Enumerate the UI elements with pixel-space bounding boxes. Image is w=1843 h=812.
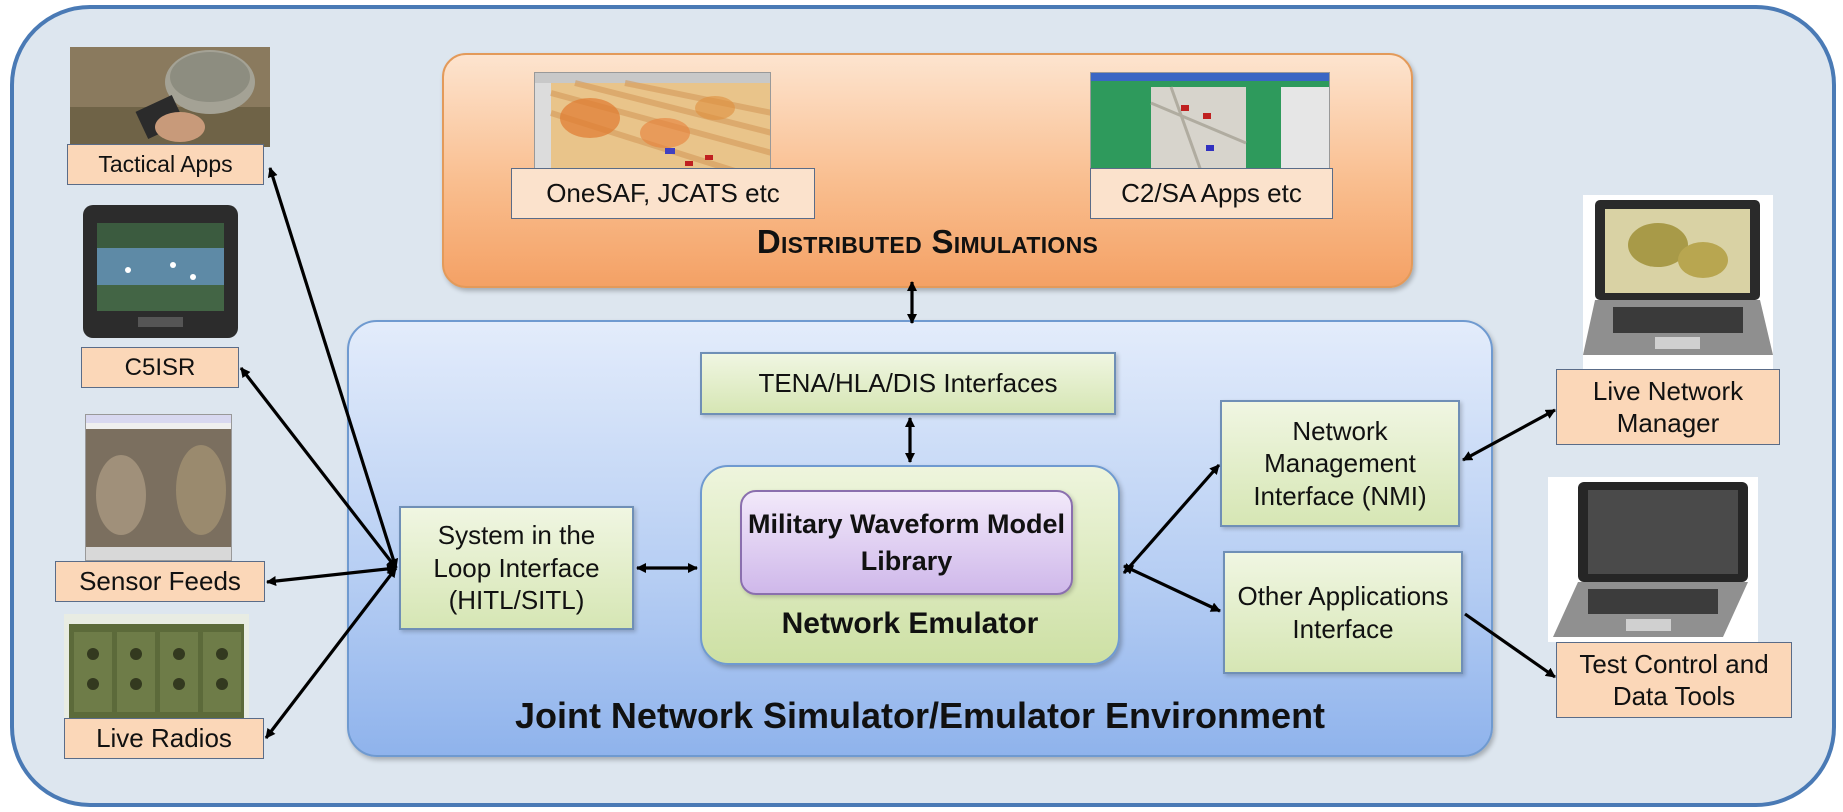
c5isr-label: C5ISR xyxy=(81,347,239,388)
network-emulator-title: Network Emulator xyxy=(781,607,1039,640)
sensor-feeds-label: Sensor Feeds xyxy=(55,561,265,602)
live-radios-label: Live Radios xyxy=(64,718,264,759)
laptop-image xyxy=(1548,477,1758,642)
other-apps-interface-box: Other Applications Interface xyxy=(1223,551,1463,674)
c5isr-monitor-image xyxy=(83,205,238,338)
c2sa-label: C2/SA Apps etc xyxy=(1090,168,1333,219)
environment-title: Joint Network Simulator/Emulator Environ… xyxy=(514,695,1326,736)
tactical-apps-label: Tactical Apps xyxy=(67,144,264,185)
onesaf-label: OneSAF, JCATS etc xyxy=(511,168,815,219)
sensor-feed-image xyxy=(85,414,232,561)
tena-interfaces-box: TENA/HLA/DIS Interfaces xyxy=(700,352,1116,415)
nmi-interface-box: Network Management Interface (NMI) xyxy=(1220,400,1460,527)
arrow-emulator-to-nmi xyxy=(1122,463,1221,575)
sitl-interface-box: System in the Loop Interface (HITL/SITL) xyxy=(399,506,634,630)
c2sa-app-image xyxy=(1090,72,1330,170)
test-control-label: Test Control and Data Tools xyxy=(1556,642,1792,718)
waveform-library-box: Military Waveform Model Library xyxy=(740,490,1073,595)
arrow-sitl-to-c5isr xyxy=(239,367,398,569)
arrow-other-to-test-control xyxy=(1464,612,1556,679)
arrow-nmi-to-live-manager xyxy=(1462,408,1556,462)
arrow-emulator-to-other xyxy=(1123,564,1221,613)
live-network-manager-label: Live Network Manager xyxy=(1556,369,1780,445)
live-radios-image xyxy=(64,614,249,719)
distributed-simulations-title: Distributed Simulations xyxy=(756,223,1099,260)
laptop-map-image xyxy=(1583,195,1773,370)
arrow-sitl-to-radios xyxy=(264,567,398,739)
soldier-photo xyxy=(70,47,270,147)
arrow-sitl-to-sensor xyxy=(266,564,397,586)
arrow-sitl-to-tactical xyxy=(267,167,399,569)
